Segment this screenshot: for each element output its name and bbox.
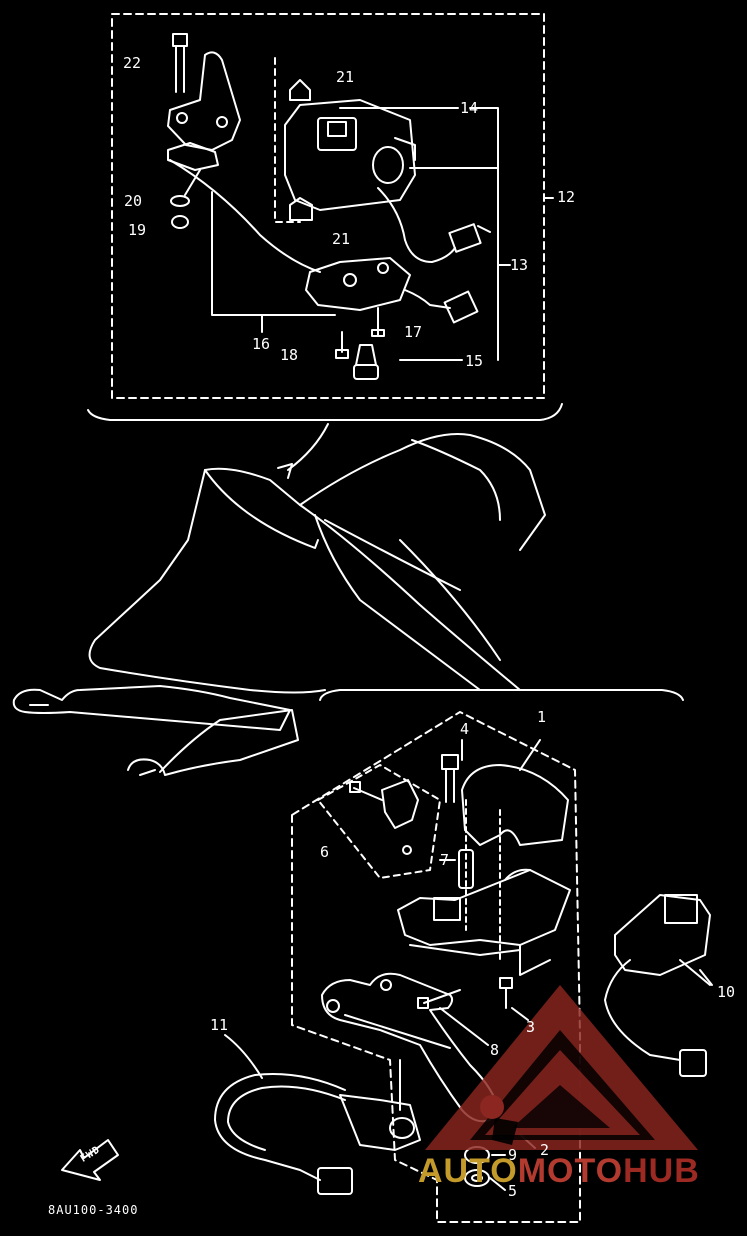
callout-7: 7 bbox=[440, 851, 450, 869]
callout-1: 1 bbox=[537, 708, 547, 726]
watermark-logo-icon bbox=[425, 985, 698, 1150]
callout-3: 3 bbox=[526, 1018, 536, 1036]
grommet-21-bottom bbox=[289, 197, 313, 221]
callout-21-bottom: 21 bbox=[332, 230, 351, 248]
switch-cable-11 bbox=[214, 1073, 421, 1195]
right-ski bbox=[127, 709, 299, 776]
housing-cover bbox=[461, 764, 569, 846]
callout-21-top: 21 bbox=[336, 68, 355, 86]
lower-assembly-frame bbox=[291, 689, 684, 1223]
upper-assembly-frame bbox=[87, 13, 563, 421]
screw-18 bbox=[335, 331, 349, 359]
callout-11: 11 bbox=[210, 1016, 229, 1034]
washer-19 bbox=[171, 215, 189, 229]
callout-9: 9 bbox=[508, 1146, 518, 1164]
watermark-part-moto: MOTO bbox=[517, 1152, 624, 1190]
plug-15 bbox=[353, 344, 379, 380]
watermark-part-auto: AUTO bbox=[418, 1152, 518, 1190]
callout-14: 14 bbox=[460, 99, 479, 117]
forward-arrow-icon bbox=[61, 1139, 119, 1181]
callout-19: 19 bbox=[128, 221, 147, 239]
callout-22: 22 bbox=[123, 54, 142, 72]
callout-17: 17 bbox=[404, 323, 423, 341]
callout-18: 18 bbox=[280, 346, 299, 364]
bolt-22 bbox=[172, 33, 188, 93]
brake-lever bbox=[321, 972, 499, 1123]
left-ski bbox=[12, 685, 291, 731]
callout-5: 5 bbox=[508, 1182, 518, 1200]
callout-2: 2 bbox=[540, 1141, 550, 1159]
snowmobile-body bbox=[88, 433, 546, 694]
callout-16: 16 bbox=[252, 335, 271, 353]
red-ball-marker bbox=[480, 1095, 504, 1119]
pivot-6 bbox=[349, 779, 419, 855]
callout-6: 6 bbox=[320, 843, 330, 861]
watermark-text: AUTOMOTOHUB bbox=[418, 1152, 700, 1191]
lever-bracket bbox=[397, 868, 571, 976]
watermark-part-hub: HUB bbox=[623, 1152, 700, 1190]
switch-wire bbox=[377, 187, 491, 263]
callout-10: 10 bbox=[717, 983, 736, 1001]
bolt-8 bbox=[417, 989, 461, 1009]
callout-20: 20 bbox=[124, 192, 143, 210]
switch-housing-14 bbox=[284, 99, 416, 211]
part-code: 8AU100-3400 bbox=[48, 1203, 139, 1217]
callout-8: 8 bbox=[490, 1041, 500, 1059]
grommet-21-top bbox=[289, 79, 311, 101]
switch-clamp-13 bbox=[305, 257, 479, 324]
callout-12: 12 bbox=[557, 188, 576, 206]
callout-15: 15 bbox=[465, 352, 484, 370]
callout-4: 4 bbox=[460, 720, 470, 738]
screw-17 bbox=[371, 307, 385, 337]
brake-switch-10 bbox=[604, 894, 711, 1077]
bolt-3 bbox=[499, 977, 513, 1009]
nut-20 bbox=[170, 195, 190, 207]
mount-bracket bbox=[167, 51, 241, 171]
bolt-4 bbox=[441, 754, 459, 803]
callout-13: 13 bbox=[510, 256, 529, 274]
